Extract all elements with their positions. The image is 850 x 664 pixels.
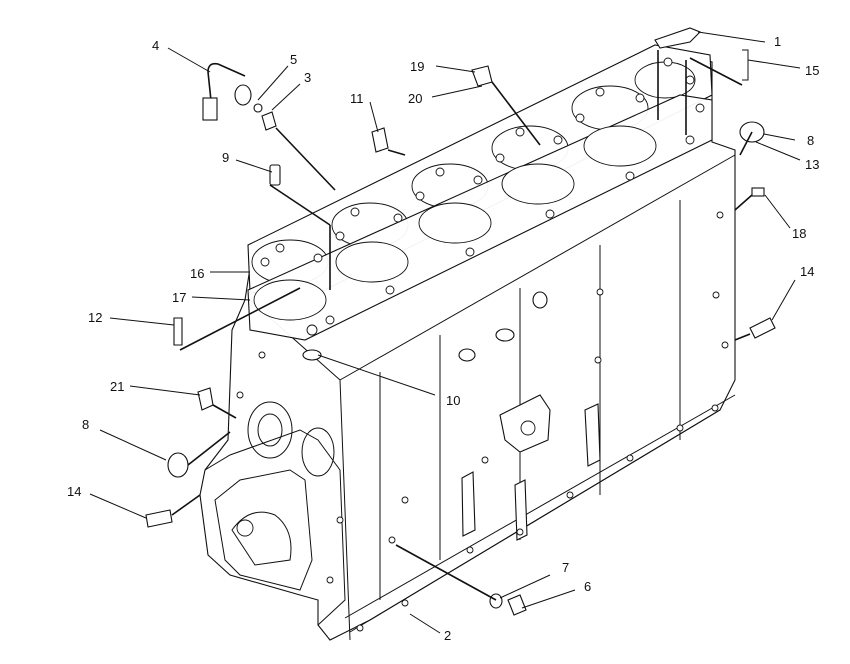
callout-9: 9 [222, 150, 229, 165]
part-4-tube [207, 62, 246, 111]
callout-19: 19 [410, 59, 424, 74]
callout-14-upper: 14 [800, 264, 814, 279]
callout-2: 2 [444, 628, 451, 643]
callout-17: 17 [172, 290, 186, 305]
callout-11: 11 [350, 91, 364, 106]
callout-14-lower: 14 [67, 484, 81, 499]
callout-13: 13 [805, 157, 819, 172]
part-5-o-ring [253, 103, 263, 113]
assembly-lines [171, 50, 753, 601]
callout-labels: 1 2 3 4 5 6 7 8 8 9 10 11 12 13 14 14 15… [67, 34, 819, 643]
callout-18: 18 [792, 226, 806, 241]
engine-block [199, 49, 736, 641]
callout-15: 15 [805, 63, 819, 78]
part-18-pin [751, 187, 765, 197]
part-8-plug-left [167, 452, 189, 478]
part-3-connector [261, 111, 277, 131]
part-11-plug [371, 127, 389, 153]
part-21-bolt [197, 387, 214, 411]
callout-3: 3 [304, 70, 311, 85]
head-gasket-lower [247, 94, 713, 341]
callout-1: 1 [774, 34, 781, 49]
part-5-seal [234, 84, 252, 106]
callout-8-lower: 8 [82, 417, 89, 432]
part-7-o-ring [489, 593, 503, 609]
block-bolt-holes [236, 211, 729, 632]
part-4-fitting [202, 97, 218, 121]
callout-20: 20 [408, 91, 422, 106]
part-19-fitting [471, 65, 493, 87]
callout-6: 6 [584, 579, 591, 594]
callout-8-upper: 8 [807, 133, 814, 148]
leader-lines [89, 31, 801, 634]
part-9-dowel [269, 164, 281, 186]
part-1-plate-gasket [654, 27, 701, 49]
callout-5: 5 [290, 52, 297, 67]
gasket-holes [260, 57, 705, 361]
callout-12: 12 [88, 310, 102, 325]
part-14-sleeve-right [749, 317, 776, 339]
callout-10: 10 [446, 393, 460, 408]
callout-7: 7 [562, 560, 569, 575]
part-14-sleeve-left [145, 509, 173, 528]
part-6-plug [507, 594, 527, 616]
callout-4: 4 [152, 38, 159, 53]
part-10-washer [302, 349, 322, 361]
part-15-clip [742, 49, 749, 81]
callout-21: 21 [110, 379, 124, 394]
part-12-pin [173, 317, 183, 346]
callout-16: 16 [190, 266, 204, 281]
